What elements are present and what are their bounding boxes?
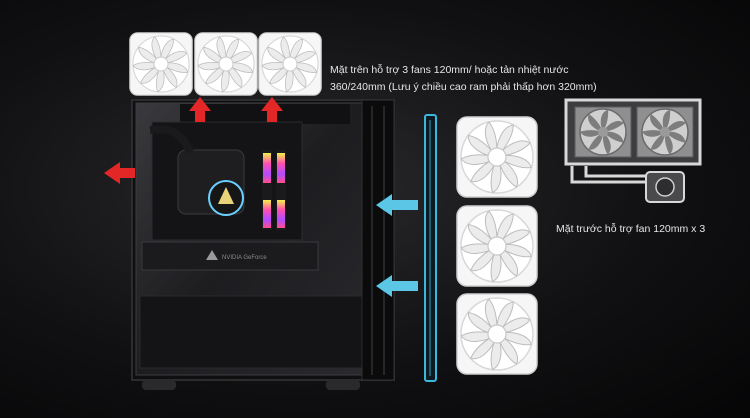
top-fan-3: [258, 32, 322, 96]
top-support-caption: Mặt trên hỗ trợ 3 fans 120mm/ hoặc tản n…: [330, 62, 597, 96]
top-caption-line1: Mặt trên hỗ trợ 3 fans 120mm/ hoặc tản n…: [330, 64, 569, 76]
pc-case: [131, 99, 395, 390]
front-support-caption: Mặt trước hỗ trợ fan 120mm x 3: [556, 223, 706, 235]
front-dust-filter: [424, 114, 437, 382]
exhaust-arrow-icon: [104, 97, 283, 184]
front-fan-1: [456, 116, 538, 198]
top-fan-1: [129, 32, 193, 96]
top-caption-line2: 360/240mm (Lưu ý chiều cao ram phải thấp…: [330, 81, 597, 93]
front-fan-2: [456, 205, 538, 287]
top-fan-2: [194, 32, 258, 96]
gpu-label: NVIDIA GeForce: [222, 255, 267, 261]
intake-arrow-icon: [376, 194, 418, 297]
front-fan-3: [456, 293, 538, 375]
radiator-icon: [564, 98, 702, 203]
